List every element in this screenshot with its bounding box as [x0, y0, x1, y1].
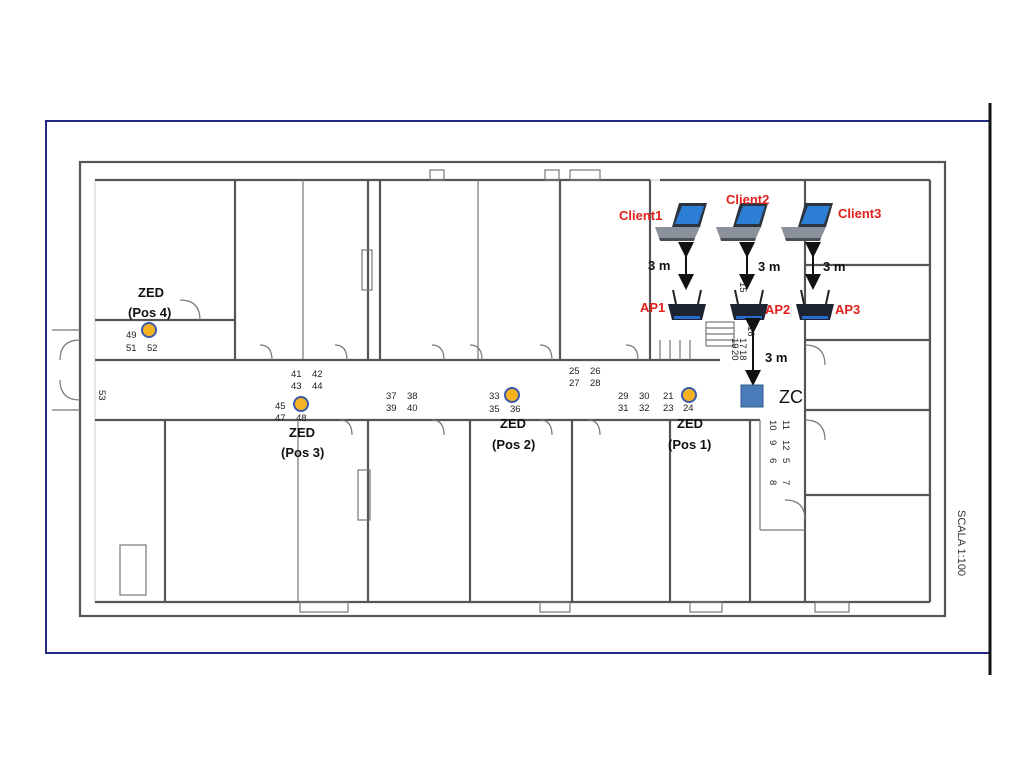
room-number: 15 — [737, 282, 748, 293]
room-number: 52 — [147, 343, 158, 354]
room-number: 11 — [780, 420, 791, 430]
room-number: 42 — [312, 369, 323, 380]
room-number: 53 — [96, 390, 107, 401]
room-number: 28 — [590, 378, 601, 389]
client3-label: Client3 — [838, 206, 881, 221]
room-number: 51 — [126, 343, 137, 354]
room-number: 7 — [780, 480, 791, 485]
room-number: 21 — [663, 391, 674, 402]
room-number: 27 — [569, 378, 580, 389]
zc-label: ZC — [779, 387, 803, 407]
room-number: 6 — [767, 458, 778, 463]
room-number: 10 — [767, 420, 778, 431]
room-number: 31 — [618, 403, 629, 414]
room-number: 36 — [510, 404, 521, 415]
zed-node-pos1 — [681, 387, 697, 403]
distance-label-1: 3 m — [648, 258, 670, 273]
distance-label-2: 3 m — [758, 259, 780, 274]
room-number: 49 — [126, 330, 137, 341]
zc-coordinator-square — [740, 384, 764, 408]
room-number: 8 — [767, 480, 778, 485]
room-number: 32 — [639, 403, 650, 414]
room-number: 18 — [737, 350, 748, 361]
room-number: 45 — [275, 401, 286, 412]
wireless-router-icon-ap2 — [730, 289, 768, 320]
building-walls — [52, 160, 947, 618]
room-number: 25 — [569, 366, 580, 377]
zed-pos4-position: (Pos 4) — [128, 305, 171, 320]
zed-node-pos4 — [141, 322, 157, 338]
room-number: 41 — [291, 369, 302, 380]
zed-node-pos2 — [504, 387, 520, 403]
wireless-router-icon-ap3 — [796, 289, 834, 320]
client1-label: Client1 — [619, 208, 662, 223]
room-number: 26 — [590, 366, 601, 377]
room-number: 38 — [407, 391, 418, 402]
ap3-label: AP3 — [835, 302, 860, 317]
distance-label-zc: 3 m — [765, 350, 787, 365]
zed-node-pos3 — [293, 396, 309, 412]
room-number: 44 — [312, 381, 323, 392]
room-number: 20 — [729, 350, 740, 361]
room-number: 17 — [737, 338, 748, 349]
room-number: 29 — [618, 391, 629, 402]
room-number: 19 — [729, 338, 740, 349]
floor-plan-frame — [45, 120, 991, 654]
ap1-label: AP1 — [640, 300, 665, 315]
zed-pos3-label: ZED — [289, 425, 315, 440]
zed-pos1-position: (Pos 1) — [668, 437, 711, 452]
laptop-icon-client1 — [655, 203, 707, 241]
room-number: 12 — [780, 440, 791, 451]
room-number: 35 — [489, 404, 500, 415]
zed-pos2-position: (Pos 2) — [492, 437, 535, 452]
laptop-icon-client2 — [716, 203, 768, 241]
zed-pos4-label: ZED — [138, 285, 164, 300]
room-number: 23 — [663, 403, 674, 414]
room-number: 33 — [489, 391, 500, 402]
room-number: 16 — [745, 326, 756, 337]
laptop-icon-client3 — [781, 203, 833, 241]
room-number: 39 — [386, 403, 397, 414]
zed-pos1-label: ZED — [677, 416, 703, 431]
room-number: 48 — [296, 413, 307, 424]
zed-pos3-position: (Pos 3) — [281, 445, 324, 460]
scale-label: SCALA 1:100 — [955, 510, 967, 576]
room-number: 37 — [386, 391, 397, 402]
room-number: 40 — [407, 403, 418, 414]
zed-pos2-label: ZED — [500, 416, 526, 431]
distance-label-3: 3 m — [823, 259, 845, 274]
room-number: 43 — [291, 381, 302, 392]
room-number: 5 — [780, 458, 791, 463]
wireless-router-icon-ap1 — [668, 289, 706, 320]
client2-label: Client2 — [726, 192, 769, 207]
room-number: 47 — [275, 413, 286, 424]
room-number: 30 — [639, 391, 650, 402]
room-number: 9 — [767, 440, 778, 445]
ap2-label: AP2 — [765, 302, 790, 317]
room-number: 24 — [683, 403, 694, 414]
